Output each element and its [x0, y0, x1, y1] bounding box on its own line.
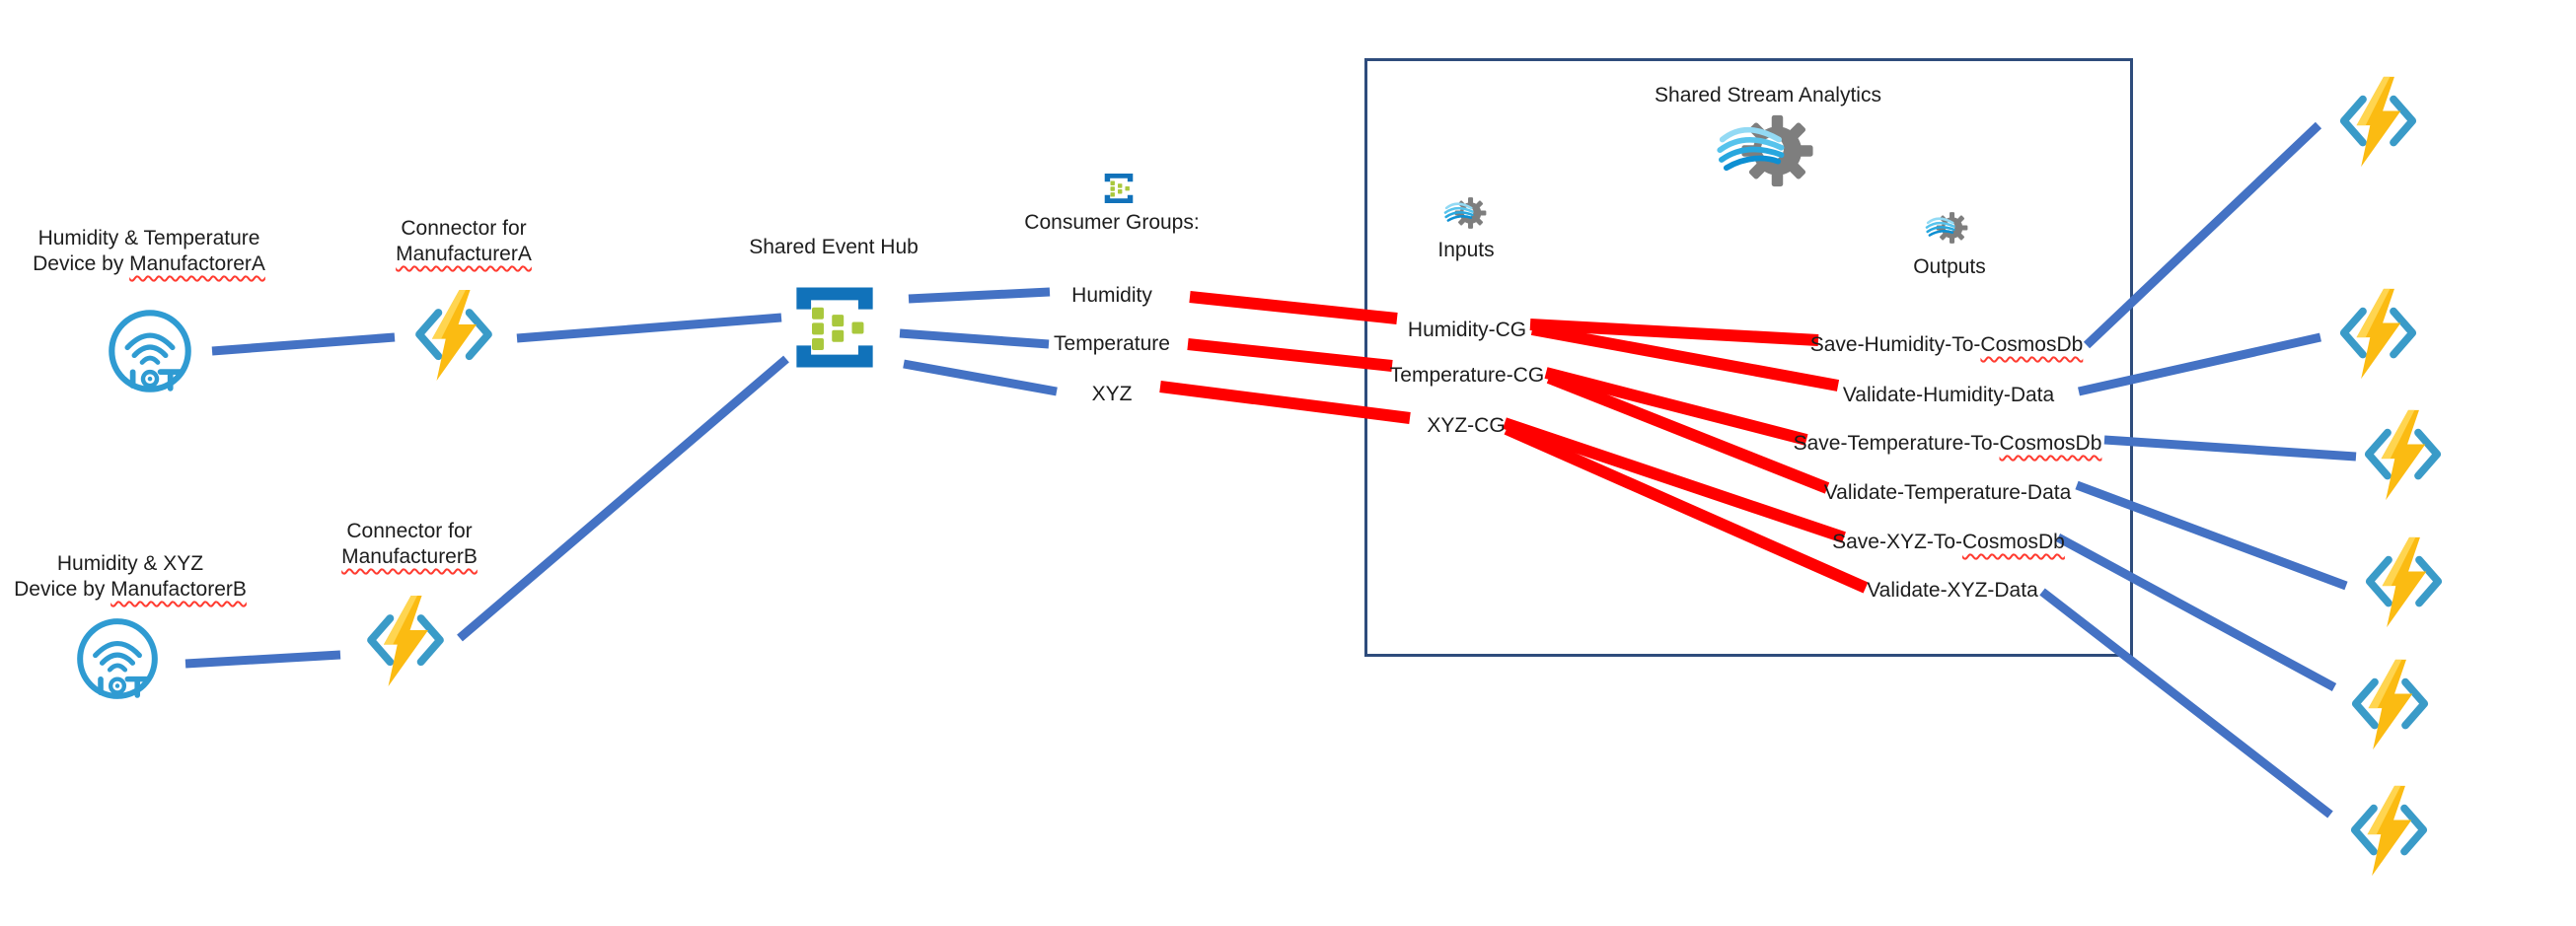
consumer-group-xyz: XYZ [1091, 383, 1133, 405]
line-temperature-cg-to-save-temperature [1544, 367, 1808, 446]
device-a-label: Humidity & Temperature Device by Manufac… [33, 226, 265, 277]
input-temperature-cg: Temperature-CG [1389, 364, 1545, 387]
event-hub-icon [788, 282, 881, 373]
line-hub-to-xyz [903, 359, 1058, 396]
consumer-groups-heading: Consumer Groups: [1024, 211, 1200, 234]
consumer-group-humidity: Humidity [1071, 284, 1152, 307]
stream-analytics-title: Shared Stream Analytics [1655, 84, 1881, 107]
device-a-line1: Humidity & Temperature [37, 227, 260, 249]
line-temperature-to-temperature-cg [1187, 338, 1393, 372]
line-device-a-to-connector-a [211, 332, 396, 356]
azure-function-icon [360, 592, 451, 690]
input-xyz-cg: XYZ-CG [1427, 414, 1506, 437]
iot-device-icon [75, 615, 160, 702]
connector-b-label: Connector for ManufacturerB [341, 520, 478, 568]
line-validate-xyz-to-function-6 [2039, 588, 2333, 819]
line-temperature-cg-to-validate-temperature [1546, 372, 1830, 494]
device-a-line2: Device by ManufactorerA [33, 252, 265, 275]
event-hub-label: Shared Event Hub [749, 236, 919, 258]
line-xyz-cg-to-validate-xyz [1504, 423, 1869, 594]
output-validate-temperature: Validate-Temperature-Data [1823, 481, 2072, 504]
device-b-label: Humidity & XYZ Device by ManufactorerB [14, 551, 247, 603]
azure-function-icon [408, 286, 499, 385]
output-save-xyz: Save-XYZ-To-CosmosDb [1832, 531, 2065, 553]
line-device-b-to-connector-b [184, 650, 341, 669]
outputs-label: Outputs [1913, 255, 1986, 278]
line-connector-a-to-hub [516, 313, 782, 343]
consumer-group-temperature: Temperature [1054, 332, 1170, 355]
line-hub-to-temperature [899, 328, 1050, 349]
azure-function-icon [2330, 75, 2426, 169]
stream-analytics-gear-icon [1443, 195, 1488, 231]
output-save-humidity: Save-Humidity-To-CosmosDb [1809, 333, 2084, 356]
output-validate-xyz: Validate-XYZ-Data [1867, 579, 2038, 602]
azure-function-icon [2341, 784, 2437, 878]
iot-device-icon [105, 308, 195, 394]
line-xyz-cg-to-save-xyz [1503, 417, 1846, 543]
device-b-line2: Device by ManufactorerB [14, 578, 247, 601]
stream-analytics-gear-icon [1925, 210, 1969, 246]
device-b-line1: Humidity & XYZ [56, 552, 204, 575]
input-humidity-cg: Humidity-CG [1407, 319, 1527, 341]
line-hub-to-humidity [908, 287, 1051, 304]
azure-function-icon [2342, 658, 2438, 751]
line-humidity-cg-to-save-humidity [1529, 319, 1819, 346]
connector-a-label: Connector for ManufacturerA [396, 217, 532, 265]
azure-function-icon [2330, 287, 2426, 381]
event-hub-icon [1102, 172, 1136, 205]
line-validate-humidity-to-function-2 [2078, 332, 2321, 396]
stream-analytics-gear-icon [1716, 110, 1816, 191]
line-validate-temperature-to-function-4 [2075, 480, 2348, 591]
line-connector-b-to-hub [457, 355, 789, 642]
output-validate-humidity: Validate-Humidity-Data [1842, 384, 2055, 406]
output-save-temperature: Save-Temperature-To-CosmosDb [1793, 432, 2102, 455]
line-save-xyz-to-function-5 [2055, 534, 2337, 691]
line-humidity-to-humidity-cg [1189, 291, 1398, 324]
azure-function-icon [2356, 535, 2452, 629]
line-humidity-cg-to-validate-humidity [1530, 323, 1840, 392]
line-save-humidity-to-function-1 [2083, 121, 2322, 349]
azure-function-icon [2355, 408, 2451, 502]
line-xyz-to-xyz-cg [1159, 381, 1411, 424]
inputs-label: Inputs [1437, 239, 1495, 261]
line-save-temperature-to-function-3 [2103, 435, 2357, 462]
